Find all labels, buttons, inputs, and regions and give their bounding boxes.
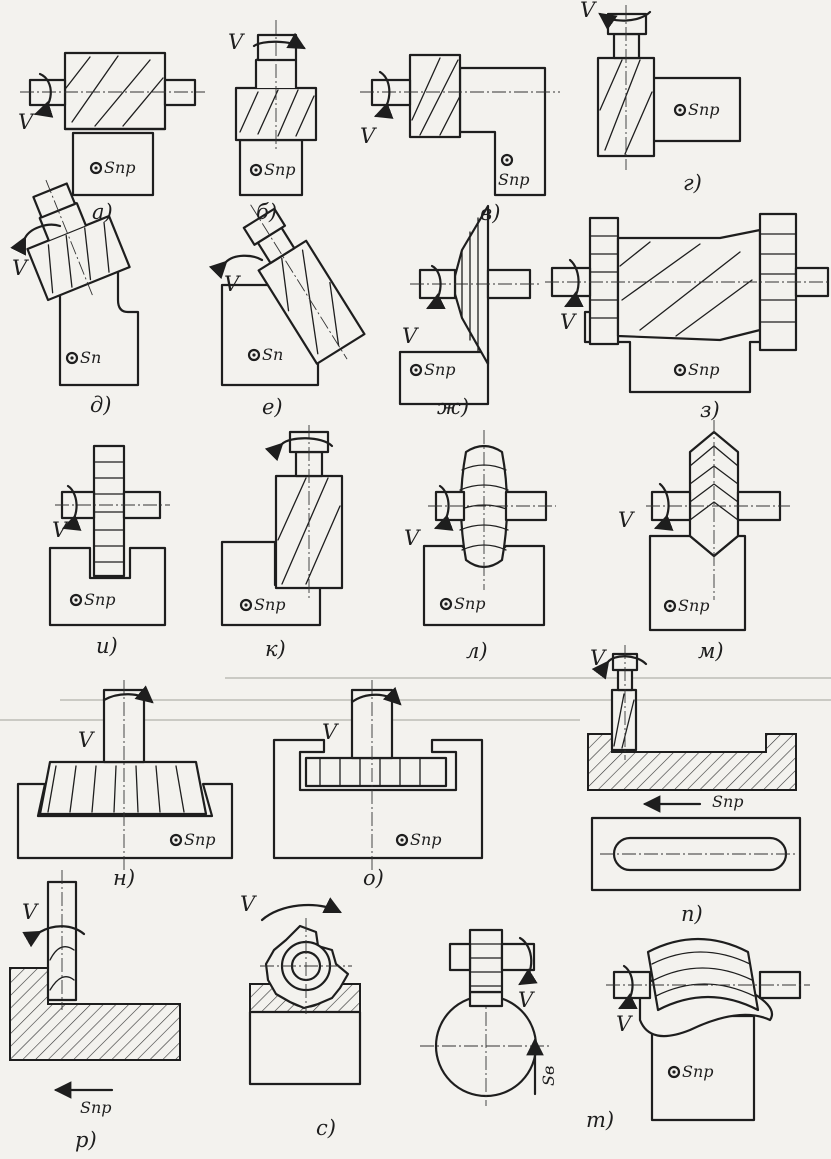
scheme-t <box>420 928 810 1122</box>
speed-symbol-m: V <box>618 508 634 532</box>
label-o: о) <box>363 866 384 890</box>
background-bleed <box>0 677 831 721</box>
label-l: л) <box>466 639 488 663</box>
speed-symbol-n: V <box>78 728 94 752</box>
feed-symbol-i: Sпр <box>84 590 116 609</box>
feed-symbol-p: Sпр <box>712 792 744 811</box>
feed-symbol-m: Sпр <box>678 596 710 615</box>
label-i: и) <box>96 634 118 658</box>
speed-symbol-t1: V <box>518 988 534 1012</box>
scheme-zh <box>398 204 540 406</box>
scheme-p <box>587 645 802 892</box>
feed-symbol-t1: Sв <box>539 1065 558 1086</box>
speed-symbol-d: V <box>12 256 28 280</box>
label-s: с) <box>316 1116 336 1140</box>
feed-symbol-b: Sпр <box>264 160 296 179</box>
scheme-a <box>20 51 205 197</box>
feed-symbol-o: Sпр <box>410 830 442 849</box>
label-t: т) <box>586 1108 615 1132</box>
label-b: б) <box>256 200 278 224</box>
label-p: п) <box>681 902 703 926</box>
scheme-r <box>9 870 181 1099</box>
label-z: з) <box>700 398 720 422</box>
speed-symbol-r: V <box>22 900 38 924</box>
label-a: а) <box>92 200 113 224</box>
speed-symbol-b: V <box>228 30 244 54</box>
label-e: е) <box>262 395 283 419</box>
feed-symbol-g: Sпр <box>688 100 720 119</box>
scheme-b <box>234 20 318 197</box>
feed-symbol-z: Sпр <box>688 360 720 379</box>
feed-symbol-v: Sпр <box>498 170 530 189</box>
label-n: н) <box>113 866 136 890</box>
label-g: г) <box>683 171 702 195</box>
label-m: м) <box>698 639 724 663</box>
label-d: д) <box>90 393 112 417</box>
speed-symbol-s: V <box>240 892 256 916</box>
feed-symbol-e: Sп <box>262 345 284 364</box>
scheme-o <box>272 680 484 870</box>
scheme-m <box>646 420 790 632</box>
label-zh: ж) <box>437 395 470 419</box>
speed-symbol-e: V <box>224 272 240 296</box>
speed-symbol-z: V <box>560 310 576 334</box>
feed-symbol-l: Sпр <box>454 594 486 613</box>
feed-symbol-d: Sп <box>80 348 102 367</box>
scheme-v <box>360 53 560 197</box>
label-r: р) <box>75 1128 97 1152</box>
speed-symbol-t2: V <box>616 1012 632 1036</box>
label-k: к) <box>265 637 286 661</box>
speed-symbol-i: V <box>52 518 68 542</box>
scheme-e <box>208 204 366 387</box>
scheme-i <box>48 444 170 627</box>
feed-symbol-t2: Sпр <box>682 1062 714 1081</box>
scheme-k <box>220 425 344 627</box>
speed-symbol-l: V <box>404 526 420 550</box>
speed-symbol-zh: V <box>402 324 418 348</box>
feed-symbol-a: Sпр <box>104 158 136 177</box>
scheme-s <box>248 897 362 1086</box>
scheme-z <box>545 212 831 394</box>
label-v: в) <box>480 201 501 225</box>
speed-symbol-g: V <box>580 0 596 22</box>
scheme-n <box>16 680 234 870</box>
scheme-d <box>10 179 140 387</box>
speed-symbol-o: V <box>322 720 338 744</box>
scheme-l <box>422 430 556 627</box>
scheme-g <box>596 5 742 170</box>
speed-symbol-a: V <box>18 110 34 134</box>
speed-symbol-p: V <box>590 646 606 670</box>
feed-symbol-zh: Sпр <box>424 360 456 379</box>
feed-symbol-r: Sпр <box>80 1098 112 1117</box>
feed-symbol-n: Sпр <box>184 830 216 849</box>
feed-symbol-k: Sпр <box>254 595 286 614</box>
speed-symbol-v: V <box>360 124 376 148</box>
